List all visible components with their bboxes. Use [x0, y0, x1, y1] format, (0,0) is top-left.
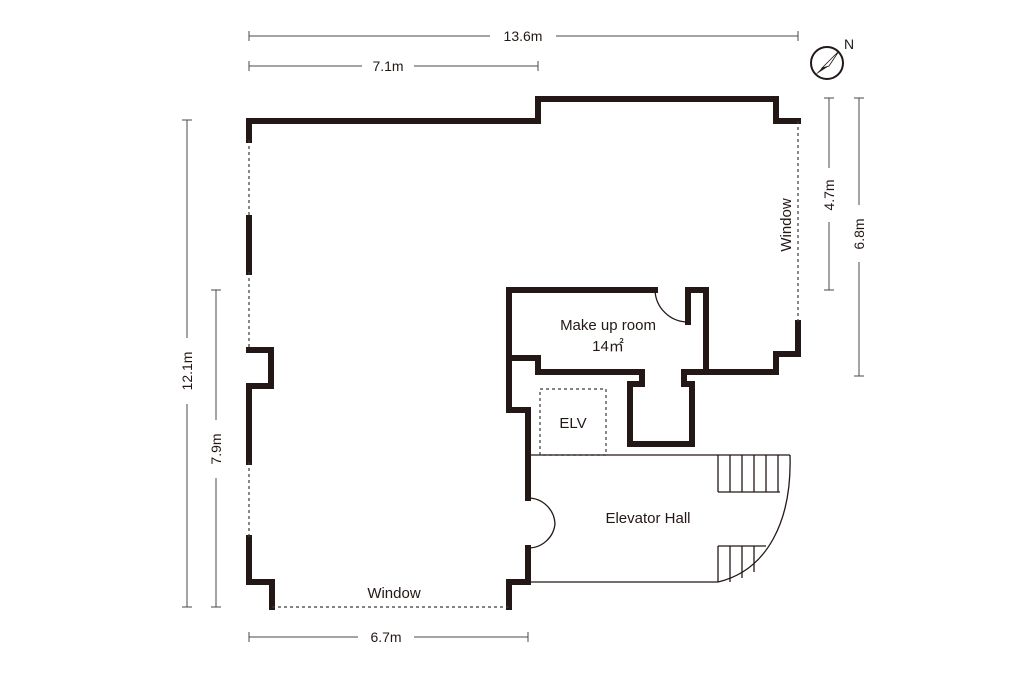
dimension-lines: [182, 31, 864, 642]
compass-icon: [810, 46, 844, 80]
dimension-total-width: 13.6m: [504, 28, 543, 44]
makeup-room-area: 14㎡: [592, 338, 624, 355]
dimension-upper-width: 7.1m: [372, 58, 403, 74]
makeup-room-label: Make up room: [560, 317, 656, 334]
dimension-total-height: 12.1m: [179, 352, 195, 391]
dimension-bottom-width: 6.7m: [370, 629, 401, 645]
bottom-window-label: Window: [367, 585, 421, 602]
elevator-hall-label: Elevator Hall: [605, 510, 690, 527]
makeup-room-door: [654, 289, 689, 323]
stairs-lower: [717, 545, 766, 582]
makeup-room-walls: [506, 287, 709, 447]
dimension-left-lower-height: 7.9m: [208, 433, 224, 464]
hall-left-wall: [506, 355, 531, 501]
right-window-label: Window: [778, 198, 795, 252]
dimension-right-window-height: 4.7m: [821, 179, 837, 210]
hall-curved-wall: [717, 454, 791, 583]
stairs-upper: [717, 455, 780, 493]
compass-north-label: N: [844, 36, 854, 52]
window-lines: [248, 121, 799, 608]
outer-walls: [246, 96, 801, 610]
hall-door: [527, 497, 556, 549]
elevator-label: ELV: [559, 415, 586, 432]
dimension-right-total-height: 6.8m: [851, 218, 867, 249]
